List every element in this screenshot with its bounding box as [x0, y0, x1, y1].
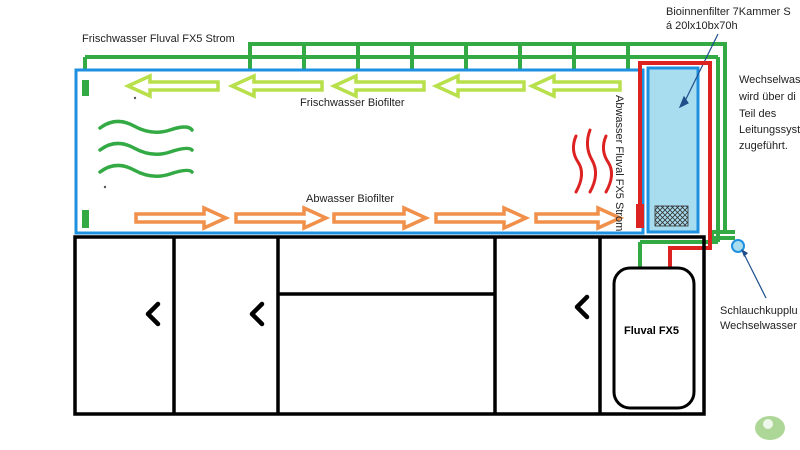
- filter-pointer: [678, 33, 719, 109]
- arrow-right-icon: [134, 205, 231, 231]
- change-water-line-5: zugeführt.: [739, 140, 788, 152]
- fresh-flow-arrows: [123, 73, 622, 99]
- arrow-right-icon: [534, 205, 625, 231]
- mesh-icon: [654, 205, 689, 227]
- inlet-bar-top: [82, 80, 89, 96]
- fluval-pump: [612, 266, 696, 410]
- coupling-label-1: Schlauchkupplu: [720, 305, 798, 317]
- waste-flow-arrows: [134, 205, 625, 231]
- fresh-current-waves: [98, 119, 194, 178]
- change-water-line-3: Teil des: [739, 108, 777, 120]
- cabinet: [73, 235, 706, 416]
- waste-current-waves: [571, 128, 613, 194]
- waste-biofilter-label: Abwasser Biofilter: [306, 193, 395, 205]
- fresh-biofilter-label: Frischwasser Biofilter: [300, 97, 405, 109]
- arrow-left-icon: [227, 73, 324, 99]
- wave-icon: [571, 134, 583, 194]
- handle-icon: [145, 301, 161, 327]
- door-handles: [145, 294, 590, 327]
- waste-outlet: [636, 204, 644, 228]
- arrow-right-icon: [332, 205, 431, 231]
- arrow-right-icon: [434, 205, 531, 231]
- arrow-left-icon: [329, 73, 426, 99]
- arrow-left-icon: [527, 73, 622, 99]
- coupling-icon: [731, 239, 767, 299]
- change-water-line-4: Leitungssyst: [739, 124, 800, 136]
- wave-icon: [98, 163, 194, 178]
- change-water-line-1: Wechselwas: [739, 74, 800, 86]
- waste-water-pipe: [638, 61, 712, 270]
- dot: [133, 96, 137, 100]
- pump-label: Fluval FX5: [624, 325, 680, 337]
- arrow-right-icon: [234, 205, 331, 231]
- waste-vertical-label: Abwasser Fluval FX5 Strom: [613, 95, 625, 232]
- logo-icon: [755, 416, 785, 440]
- fresh-pipe-label: Frischwasser Fluval FX5 Strom: [82, 33, 235, 45]
- aquarium-tank: [74, 68, 645, 235]
- arrow-left-icon: [431, 73, 526, 99]
- inlet-bar-bottom: [82, 210, 89, 228]
- wave-icon: [98, 141, 194, 156]
- dot: [103, 185, 107, 189]
- wave-icon: [98, 119, 194, 134]
- bio-inner-label-2: á 20lx10bx70h: [666, 20, 738, 32]
- bio-inner-label-1: Bioinnenfilter 7Kammer S: [666, 6, 791, 18]
- bio-inner-filter: [646, 66, 700, 234]
- arrow-left-icon: [123, 73, 220, 99]
- coupling-label-2: Wechselwasser: [720, 320, 797, 332]
- handle-icon: [574, 294, 590, 320]
- wave-icon: [601, 134, 613, 194]
- wave-icon: [585, 128, 597, 194]
- change-water-line-2: wird über di: [739, 91, 796, 103]
- handle-icon: [249, 301, 265, 327]
